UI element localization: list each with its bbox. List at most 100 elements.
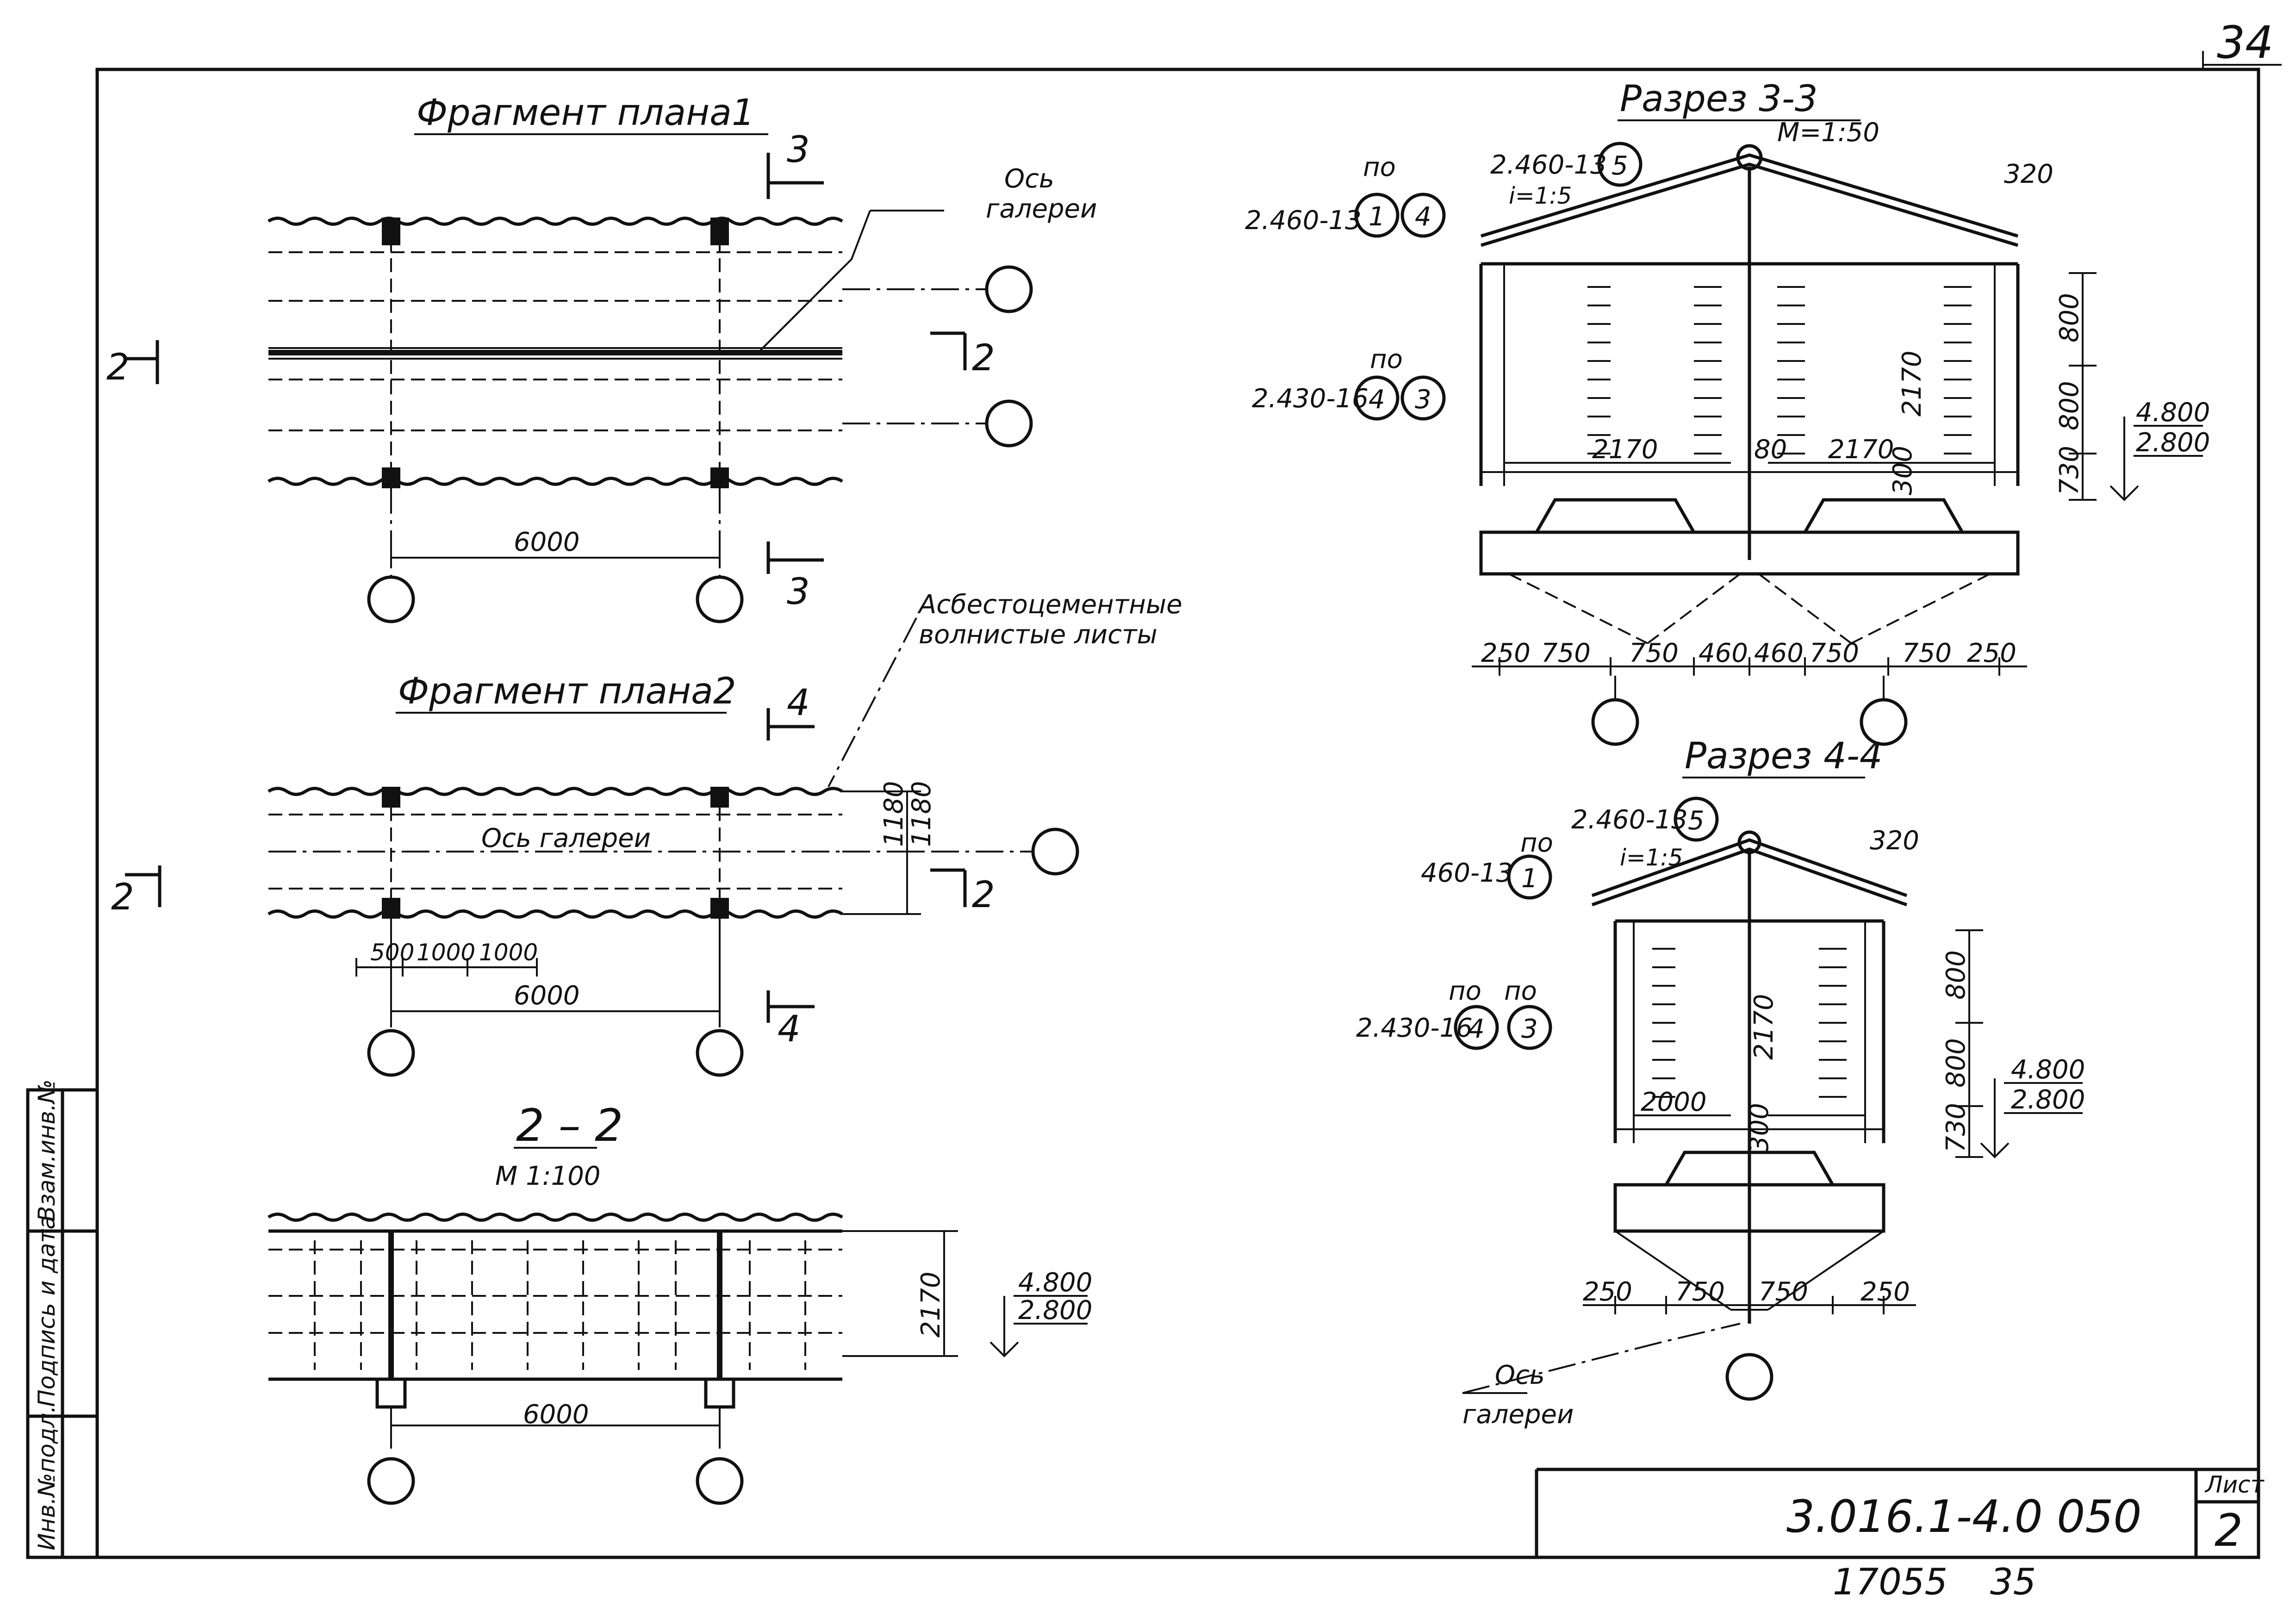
axis-bubble xyxy=(1860,698,1908,746)
section33-level-bottom: 2.800 xyxy=(2136,428,2210,458)
section33-dim-b7: 750 xyxy=(1902,638,1952,668)
ref-bubble xyxy=(1354,193,1400,238)
axis-bubble xyxy=(367,575,415,623)
section33-title: Разрез 3-3 xyxy=(1620,78,1817,120)
section22-scale: М 1:100 xyxy=(495,1161,601,1191)
footing xyxy=(704,1377,735,1409)
section33-scale: М=1:50 xyxy=(1777,118,1879,148)
plan2-cut-2-right: 2 xyxy=(972,874,995,916)
rib-pattern xyxy=(1587,286,1972,454)
section-4-4: Разрез 4-4 250 750 750 250 2170 2000 300… xyxy=(1356,735,2085,1430)
section33-dim-r1: 800 xyxy=(2054,293,2084,342)
section33-ref-mid-num2: 3 xyxy=(1415,385,1431,415)
section33-level-top: 4.800 xyxy=(2136,398,2210,428)
column-mark xyxy=(382,218,400,245)
plan1-title: Фрагмент плана1 xyxy=(417,92,755,134)
axis-bubble xyxy=(696,575,744,623)
section44-dim-b3: 750 xyxy=(1759,1277,1808,1307)
bottom-number-2: 35 xyxy=(1990,1562,2036,1603)
axis-bubble xyxy=(696,1029,744,1077)
section33-ref-mid-po: по xyxy=(1370,344,1403,374)
title-stamp: 3.016.1-4.0 050 Лист 2 17055 35 xyxy=(1535,1468,2265,1603)
ref-bubble xyxy=(1507,854,1552,900)
rib-pattern xyxy=(1652,948,1847,1116)
axis-bubble xyxy=(1031,828,1079,876)
plan2-dim-1000a: 1000 xyxy=(417,939,475,966)
plan-fragment-2: Фрагмент плана2 Ось галереи 1180 1180 50… xyxy=(111,590,1182,1077)
section44-dim-r2: 800 xyxy=(1941,1038,1971,1088)
section44-ref-left-po: по xyxy=(1520,828,1553,858)
section44-dim-r3: 730 xyxy=(1941,1103,1971,1152)
sheet-frame: 34 xyxy=(95,17,2282,1559)
section33-ref-left-num1: 1 xyxy=(1369,202,1385,232)
axis-bubble xyxy=(696,1457,744,1505)
section33-ref-top: 2.460-13 xyxy=(1490,150,1607,180)
stamp-sheet-number: 2 xyxy=(2215,1505,2243,1556)
plan1-dim-6000: 6000 xyxy=(514,527,580,557)
plan1-cut-3-top: 3 xyxy=(787,129,810,171)
section33-ref-top-num: 5 xyxy=(1612,151,1628,181)
section33-dim-b2: 750 xyxy=(1541,638,1591,668)
section44-ref-mid-po-1: по xyxy=(1449,976,1481,1006)
section22-dim-2170: 2170 xyxy=(916,1271,946,1338)
section22-dim-6000: 6000 xyxy=(523,1400,589,1430)
section33-ref-mid-num1: 4 xyxy=(1369,385,1385,415)
column-mark xyxy=(710,898,729,919)
section44-dim-b1: 250 xyxy=(1583,1277,1632,1307)
plan1-axis-note-1: Ось xyxy=(1004,164,1054,194)
section44-axis-note-2: галереи xyxy=(1462,1400,1574,1430)
axis-bubble xyxy=(985,265,1033,313)
stamp-code: 3.016.1-4.0 050 xyxy=(1786,1491,2141,1543)
section44-ref-mid-num2: 3 xyxy=(1521,1014,1538,1044)
plan-fragment-1: Фрагмент плана1 6000 2 2 3 3 Ось галереи xyxy=(106,92,1097,623)
section33-dim-320: 320 xyxy=(2004,159,2053,189)
side-stamp-sign: Подпись и дата xyxy=(33,1215,60,1407)
column-mark xyxy=(382,467,400,488)
section44-dim-300: 300 xyxy=(1744,1103,1774,1152)
section33-dim-b1: 250 xyxy=(1481,638,1531,668)
plan2-dim-6000: 6000 xyxy=(514,981,580,1011)
stamp-sheet-label: Лист xyxy=(2204,1471,2265,1498)
section33-ref-left-po: по xyxy=(1363,152,1396,182)
section33-dim-b8: 250 xyxy=(1967,638,2016,668)
section44-ref-mid: 2.430-16 xyxy=(1356,1013,1473,1043)
ref-bubble xyxy=(1400,193,1446,238)
section44-dim-2000: 2000 xyxy=(1641,1087,1707,1117)
section44-slope: i=1:5 xyxy=(1620,844,1683,871)
section-3-3: Разрез 3-3 М=1:50 250 750 750 460 460 75… xyxy=(1245,78,2210,746)
section22-level-bottom: 2.800 xyxy=(1018,1295,1092,1325)
plan2-note-line-1: Асбестоцементные xyxy=(917,590,1182,620)
plan2-cut-4-top: 4 xyxy=(787,682,810,724)
ref-bubble xyxy=(1507,1005,1552,1050)
column-mark xyxy=(710,218,729,245)
plan1-cut-3-bottom: 3 xyxy=(787,571,810,613)
plan1-axis-note-2: галереи xyxy=(986,194,1097,224)
plan2-dim-right-2: 1180 xyxy=(907,781,937,847)
column-mark xyxy=(382,898,400,919)
section44-dim-320: 320 xyxy=(1870,826,1919,856)
section33-dim-300: 300 xyxy=(1888,446,1918,495)
section22-level-top: 4.800 xyxy=(1018,1268,1092,1298)
plan1-cut-2-right: 2 xyxy=(972,337,995,379)
axis-bubble xyxy=(985,399,1033,448)
section33-ref-left-num2: 4 xyxy=(1415,202,1431,232)
section33-dim-2170-v: 2170 xyxy=(1897,350,1927,417)
section44-level-bottom: 2.800 xyxy=(2011,1085,2085,1115)
section33-slope: i=1:5 xyxy=(1509,182,1572,209)
side-stamp-replace: Взам.инв.№ xyxy=(33,1079,60,1222)
section44-ref-mid-num1: 4 xyxy=(1468,1014,1485,1044)
ref-bubble xyxy=(1597,142,1643,187)
plan2-title: Фрагмент плана2 xyxy=(398,671,736,712)
section44-dim-2170: 2170 xyxy=(1749,994,1779,1060)
section44-level-top: 4.800 xyxy=(2011,1055,2085,1085)
axis-bubble xyxy=(1725,1353,1773,1401)
column-mark xyxy=(710,787,729,808)
ref-bubble xyxy=(1400,375,1446,421)
section33-dim-b5: 460 xyxy=(1754,638,1804,668)
section44-ref-top: 2.460-13 xyxy=(1571,805,1688,835)
section44-ref-left-num: 1 xyxy=(1521,864,1538,894)
section33-dim-b6: 750 xyxy=(1810,638,1859,668)
section33-dim-r3: 730 xyxy=(2054,446,2084,495)
footing xyxy=(375,1377,407,1409)
